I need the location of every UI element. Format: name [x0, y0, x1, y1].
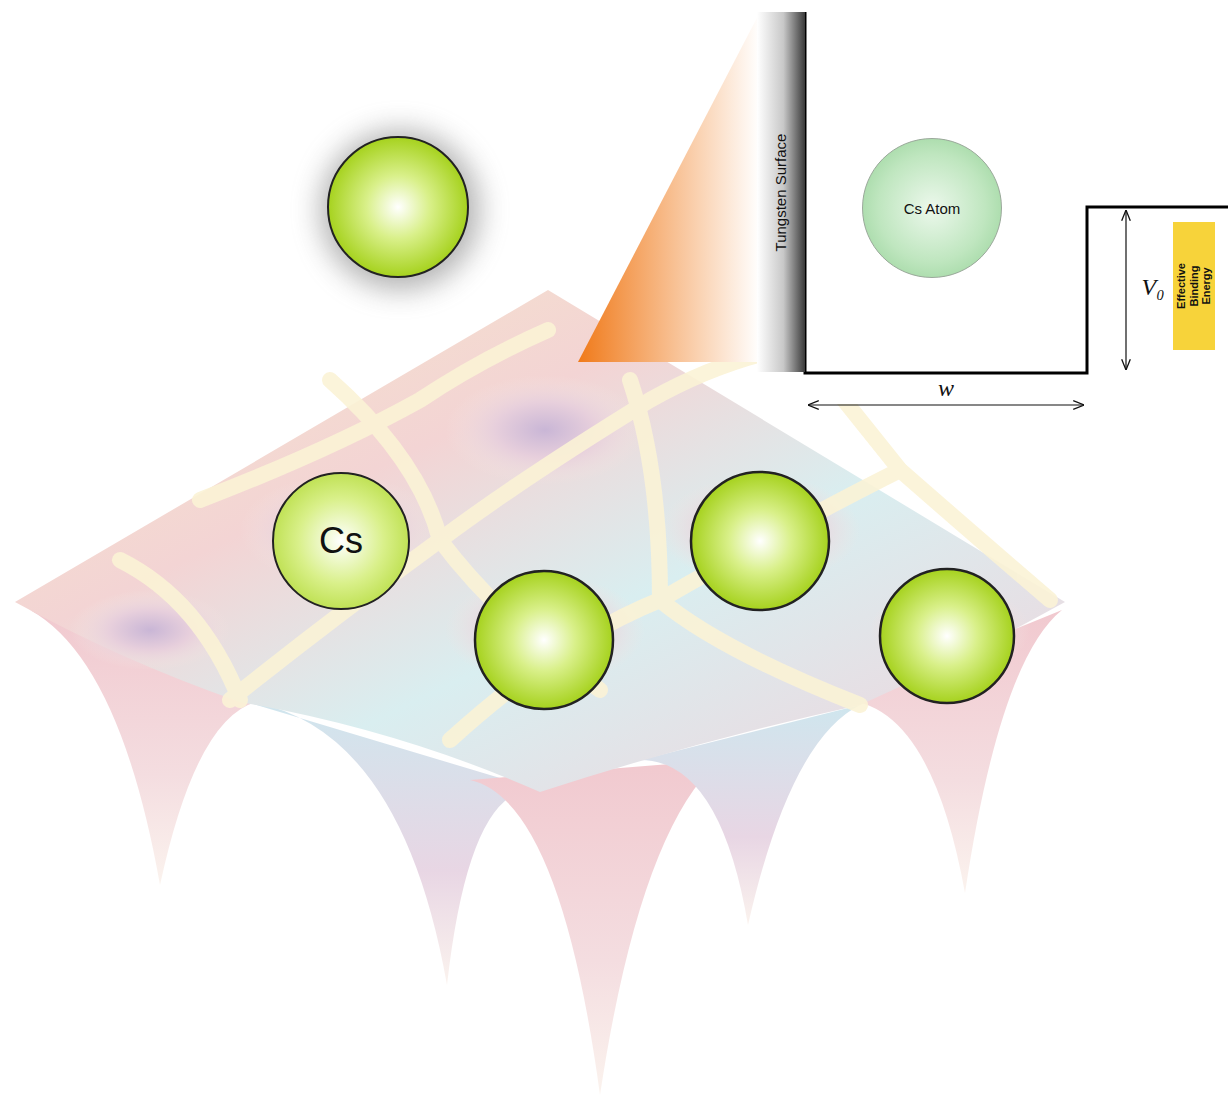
atom-circle: Cs Atom	[862, 138, 1002, 278]
depth-dimension	[1125, 210, 1126, 370]
node-label: Tungsten Surface	[773, 133, 790, 251]
width-label: w	[938, 375, 954, 402]
tungsten-band: Tungsten Surface	[757, 12, 805, 372]
binding-energy-band: Effective Binding Energy	[1173, 222, 1215, 350]
node-label: Cs	[319, 520, 363, 562]
lattice-atoms	[475, 472, 1014, 709]
inset	[578, 12, 1228, 405]
depth-label: V₀	[1141, 274, 1164, 301]
node-label: Cs Atom	[904, 200, 961, 217]
width-dimension	[808, 404, 1084, 405]
atom-circle: Cs	[272, 472, 410, 610]
free-atom	[320, 130, 480, 290]
node-label: Effective Binding Energy	[1175, 263, 1213, 309]
